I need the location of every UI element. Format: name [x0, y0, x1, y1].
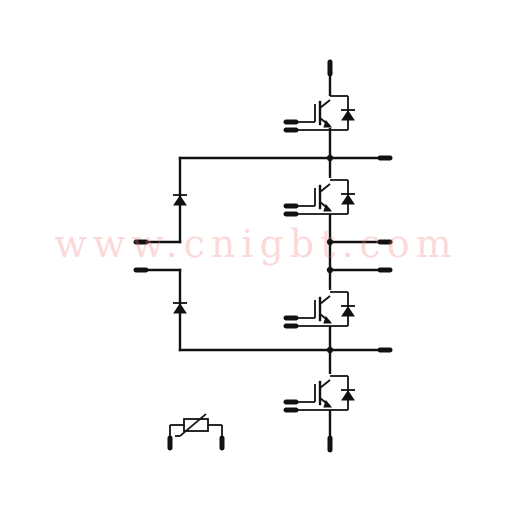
clamp-diode-1 [173, 194, 187, 206]
junction-dot [326, 154, 334, 162]
junction-dot [326, 346, 334, 354]
igbt-4 [290, 374, 355, 411]
clamp-diode-2 [173, 302, 187, 314]
ntc-thermistor [169, 413, 223, 440]
igbt-1 [290, 95, 355, 131]
igbt-3 [290, 290, 355, 327]
igbt-2 [290, 178, 355, 215]
junction-dot [326, 238, 334, 246]
terminal-pins [133, 59, 393, 453]
junction-dot [326, 266, 334, 274]
